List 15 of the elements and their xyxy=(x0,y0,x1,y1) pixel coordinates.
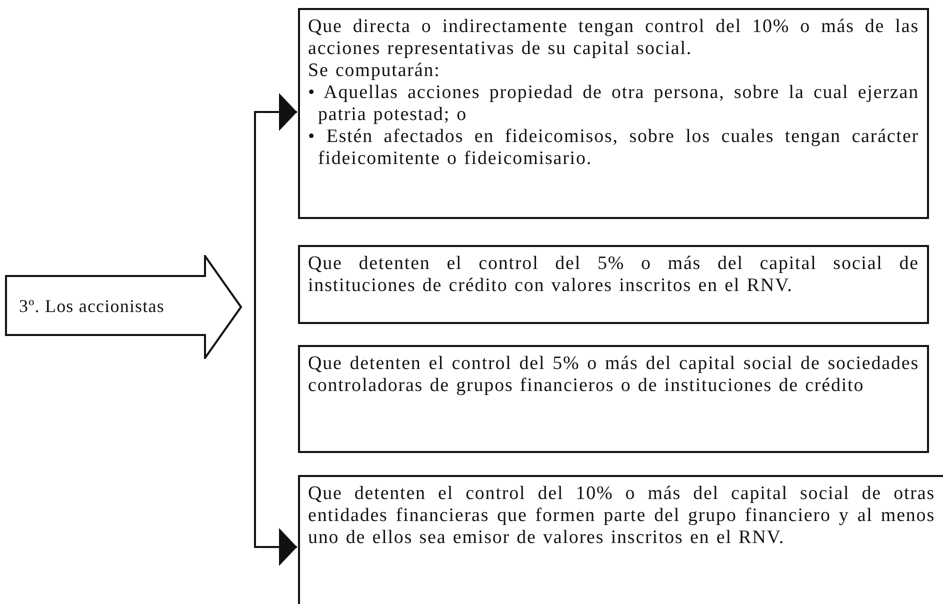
box-text: Que directa o indirectamente tengan control del 10% o más de las acciones representativas de su capital social. xyxy=(308,16,919,60)
box-text: Que detenten el control del 5% o más del capital social de sociedades controladoras de grupos financieros o de instituciones de crédito xyxy=(308,353,919,397)
box-text: Que detenten el control del 5% o más del capital social de instituciones de crédito con valores inscritos en el RNV. xyxy=(308,253,919,297)
block-arrow xyxy=(5,255,243,359)
bracket-arrow xyxy=(254,93,297,330)
text-box xyxy=(298,475,943,604)
bracket-arrow xyxy=(254,330,297,566)
arrow-label: 3º. Los accionistas xyxy=(19,295,164,317)
text-box xyxy=(298,345,929,453)
bullet-item: • Aquellas acciones propiedad de otra persona, sobre la cual ejerzan patria potestad; o xyxy=(308,82,919,126)
bullet-item: • Estén afectados en fideicomisos, sobre los cuales tengan carácter fideicomitente o fideicomisario. xyxy=(308,126,919,170)
box-text: Que detenten el control del 10% o más del capital social de otras entidades financieras que formen parte del grupo financiero y al menos uno de ellos sea emisor de valores inscritos en el RNV. xyxy=(308,483,935,549)
text-box xyxy=(298,245,929,324)
text-box xyxy=(298,8,929,219)
box-text: Se computarán: xyxy=(308,60,442,82)
